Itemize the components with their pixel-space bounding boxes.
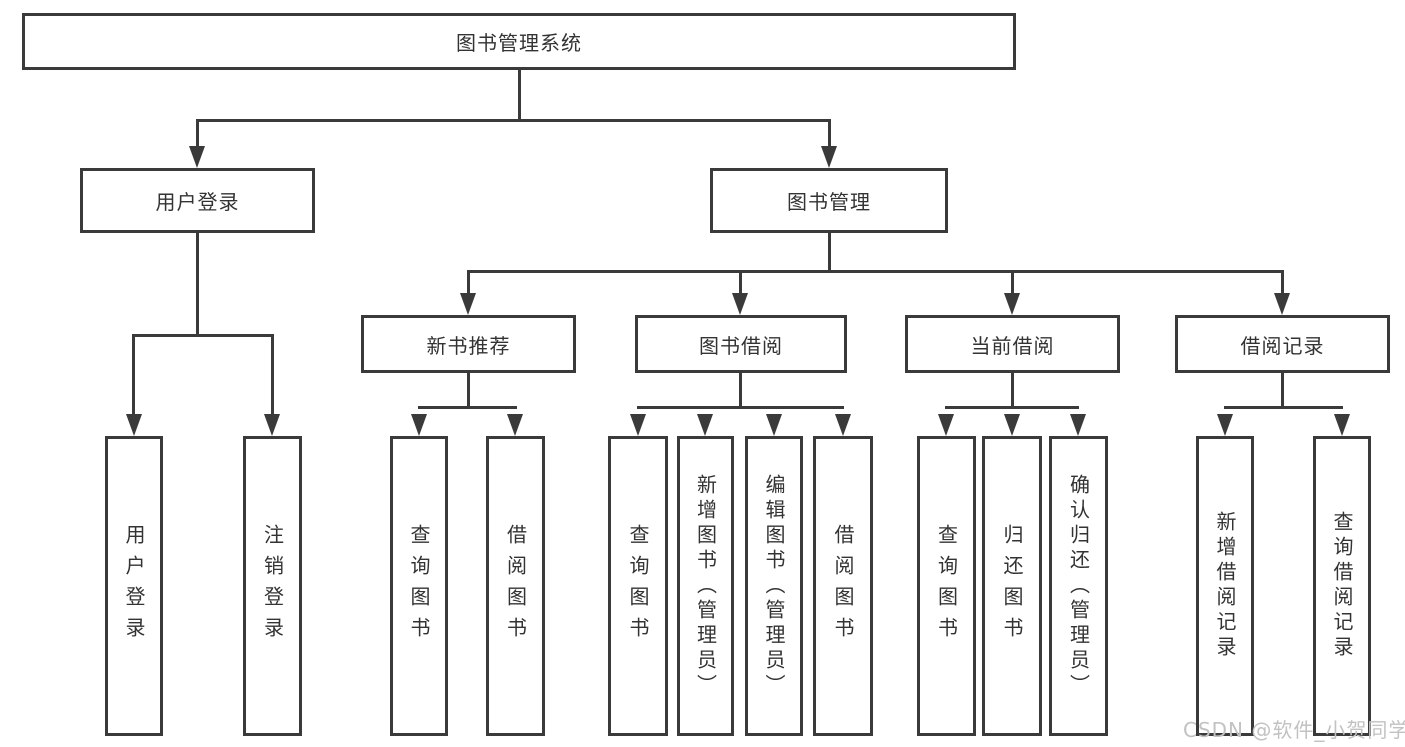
leaf-label: 查询图书 [407, 524, 431, 648]
connector-line [1224, 406, 1343, 409]
leaf-borrow-add-books-admin: 新增图书（管理员） [677, 436, 734, 736]
connector-line [739, 270, 742, 296]
connector-line [1011, 270, 1014, 296]
leaf-user-login: 用户登录 [105, 436, 163, 736]
leaf-current-query-books: 查询图书 [917, 436, 976, 736]
connector-line [132, 334, 274, 337]
leaf-records-add-record: 新增借阅记录 [1196, 436, 1254, 736]
arrowhead-down-icon [1334, 414, 1350, 436]
connector-line [1281, 373, 1284, 406]
leaf-logout: 注销登录 [243, 436, 302, 736]
node-borrowing-records: 借阅记录 [1175, 315, 1390, 373]
arrowhead-down-icon [630, 414, 646, 436]
node-label: 新书推荐 [426, 333, 511, 358]
arrowhead-down-icon [126, 414, 142, 436]
leaf-label: 新增图书（管理员） [693, 473, 718, 699]
leaf-newbook-query-books: 查询图书 [390, 436, 448, 736]
leaf-label: 查询图书 [626, 524, 650, 648]
connector-line [196, 233, 199, 334]
arrowhead-down-icon [766, 414, 782, 436]
leaf-borrow-edit-books-admin: 编辑图书（管理员） [745, 436, 803, 736]
leaf-label: 借阅图书 [831, 524, 855, 648]
node-book-borrowing: 图书借阅 [635, 315, 847, 373]
node-root-library-system: 图书管理系统 [22, 13, 1016, 70]
connector-line [467, 373, 470, 406]
leaf-newbook-borrow-books: 借阅图书 [486, 436, 545, 736]
connector-line [1011, 373, 1014, 406]
connector-line [828, 119, 831, 149]
leaf-current-confirm-return-admin: 确认归还（管理员） [1049, 436, 1108, 736]
leaf-borrow-query-books: 查询图书 [608, 436, 668, 736]
leaf-label: 查询图书 [934, 524, 959, 648]
leaf-label: 借阅图书 [503, 524, 528, 648]
csdn-watermark: CSDN @软件_小贺同学 [1183, 718, 1405, 742]
leaf-label: 查询借阅记录 [1330, 511, 1354, 661]
connector-line [418, 406, 517, 409]
node-user-login: 用户登录 [80, 168, 315, 233]
node-label: 用户登录 [155, 190, 240, 214]
node-book-management: 图书管理 [710, 168, 948, 233]
node-label: 图书借阅 [699, 333, 783, 358]
node-label: 借阅记录 [1240, 333, 1325, 358]
node-label: 图书管理 [787, 190, 871, 214]
arrowhead-down-icon [732, 293, 748, 315]
connector-line [945, 406, 1079, 409]
leaf-records-query-record: 查询借阅记录 [1313, 436, 1371, 736]
connector-line [1281, 270, 1284, 296]
node-label: 图书管理系统 [456, 31, 582, 55]
arrowhead-down-icon [1004, 293, 1020, 315]
arrowhead-down-icon [835, 414, 851, 436]
arrowhead-down-icon [697, 414, 713, 436]
leaf-label: 注销登录 [260, 524, 285, 648]
arrowhead-down-icon [821, 146, 837, 168]
arrowhead-down-icon [1070, 414, 1086, 436]
arrowhead-down-icon [1274, 293, 1290, 315]
arrowhead-down-icon [507, 414, 523, 436]
leaf-label: 用户登录 [122, 524, 146, 648]
leaf-label: 确认归还（管理员） [1066, 473, 1091, 699]
connector-line [271, 334, 274, 416]
leaf-label: 编辑图书（管理员） [762, 473, 786, 699]
arrowhead-down-icon [938, 414, 954, 436]
leaf-label: 归还图书 [1000, 524, 1024, 648]
arrowhead-down-icon [189, 146, 205, 168]
leaf-current-return-books: 归还图书 [982, 436, 1042, 736]
arrowhead-down-icon [1004, 414, 1020, 436]
connector-line [467, 270, 1283, 273]
node-new-book-recommend: 新书推荐 [361, 315, 576, 373]
connector-line [739, 373, 742, 406]
connector-line [518, 70, 521, 119]
connector-line [637, 406, 844, 409]
connector-line [828, 233, 831, 270]
arrowhead-down-icon [264, 414, 280, 436]
node-current-borrowing: 当前借阅 [905, 315, 1120, 373]
connector-line [132, 334, 135, 416]
arrowhead-down-icon [1217, 414, 1233, 436]
leaf-borrow-borrow-books: 借阅图书 [813, 436, 873, 736]
arrowhead-down-icon [460, 293, 476, 315]
connector-line [467, 270, 470, 296]
connector-line [196, 119, 831, 122]
arrowhead-down-icon [411, 414, 427, 436]
leaf-label: 新增借阅记录 [1213, 511, 1237, 661]
connector-line [196, 119, 199, 149]
node-label: 当前借阅 [970, 333, 1055, 358]
